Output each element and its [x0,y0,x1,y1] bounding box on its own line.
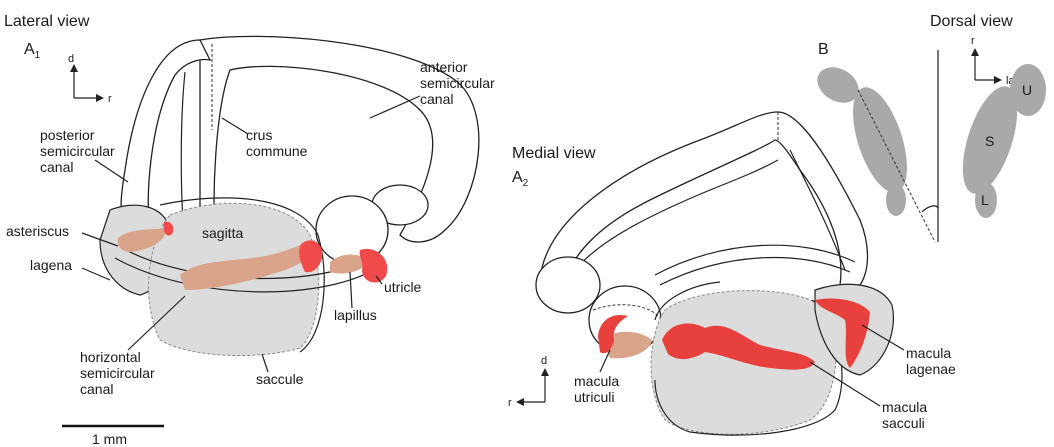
label-macula-sacculi-1: macula [882,399,927,415]
medial-dorsal-arrowhead-icon [541,368,549,376]
label-lapillus: lapillus [334,307,377,323]
label-macula-lagenae-1: macula [906,345,951,361]
dorsal-left-lagena [886,184,906,216]
lateral-view-title: Lateral view [4,13,90,30]
lateral-up-label: d [68,53,74,65]
panel-a1-label: A1 [24,41,41,61]
dorsal-rostral-arrowhead-icon [971,48,979,56]
dorsal-label-U: U [1022,82,1032,98]
leader-crus-commune [222,118,248,134]
label-macula-utriculi-2: utriculi [574,389,614,405]
lateral-side-label: r [108,93,112,105]
leader-macula-utriculi [600,350,610,372]
label-anterior-canal-1: anterior [420,59,468,75]
leader-anterior-canal [370,96,420,118]
leader-lapillus [350,272,352,308]
label-horizontal-canal-2: semicircular [80,365,155,381]
utricular-macula [360,249,388,283]
panel-b-label: B [818,41,829,58]
leader-lagena [82,268,110,280]
label-posterior-canal-3: canal [40,159,73,175]
medial-horizontal-loop-inner [660,257,850,285]
dorsal-orientation-arrows: r la [971,35,1015,87]
dorsal-up-label: r [971,35,975,47]
panel-a2-letter: A [512,169,523,186]
medial-orientation-arrows: d r [508,355,549,409]
label-anterior-canal-3: canal [420,91,453,107]
medial-utricle-bulb [536,257,600,313]
medial-up-label: d [541,355,547,367]
dorsal-arrowhead-icon [70,64,78,72]
medial-canal-arch [540,112,868,285]
label-posterior-canal-1: posterior [40,127,95,143]
label-anterior-canal-2: semicircular [420,75,495,91]
panel-a2-subscript: 2 [523,178,529,189]
label-crus-commune-2: commune [246,143,308,159]
label-posterior-canal-2: semicircular [40,143,115,159]
dorsal-view-title: Dorsal view [930,13,1013,30]
label-macula-lagenae-2: lagenae [906,361,956,377]
panel-a2-label: A2 [512,169,529,189]
rostral-arrowhead-icon [96,94,104,102]
medial-side-label: r [508,397,512,409]
lateral-view-panel: Lateral view A1 d r [4,13,495,447]
panel-a1-subscript: 1 [35,50,41,61]
label-saccule: saccule [256,371,304,387]
leader-saccule [262,354,268,372]
leader-posterior-canal [95,160,128,182]
label-asteriscus: asteriscus [6,223,69,239]
label-sagitta: sagitta [202,225,243,241]
label-macula-utriculi-1: macula [574,373,619,389]
panel-a1-letter: A [24,41,35,58]
scale-bar-label: 1 mm [92,431,127,447]
dorsal-angle-arc [922,206,938,212]
posterior-semicircular-canal [121,40,210,228]
dorsal-label-L: L [981,192,989,208]
medial-rostral-arrowhead-icon [516,398,524,406]
medial-horizontal-loop [655,245,855,275]
label-lagena: lagena [30,257,72,273]
label-horizontal-canal-3: canal [80,381,113,397]
label-crus-commune-1: crus [246,127,272,143]
dorsal-label-S: S [985,133,994,149]
label-utricle: utricle [384,279,422,295]
lateral-orientation-arrows: d r [68,53,112,105]
label-horizontal-canal-1: horizontal [80,349,141,365]
scale-bar: 1 mm [62,426,164,447]
medial-view-title: Medial view [512,145,596,162]
dorsal-lateral-arrowhead-icon [994,76,1002,84]
label-macula-sacculi-2: sacculi [882,415,925,431]
